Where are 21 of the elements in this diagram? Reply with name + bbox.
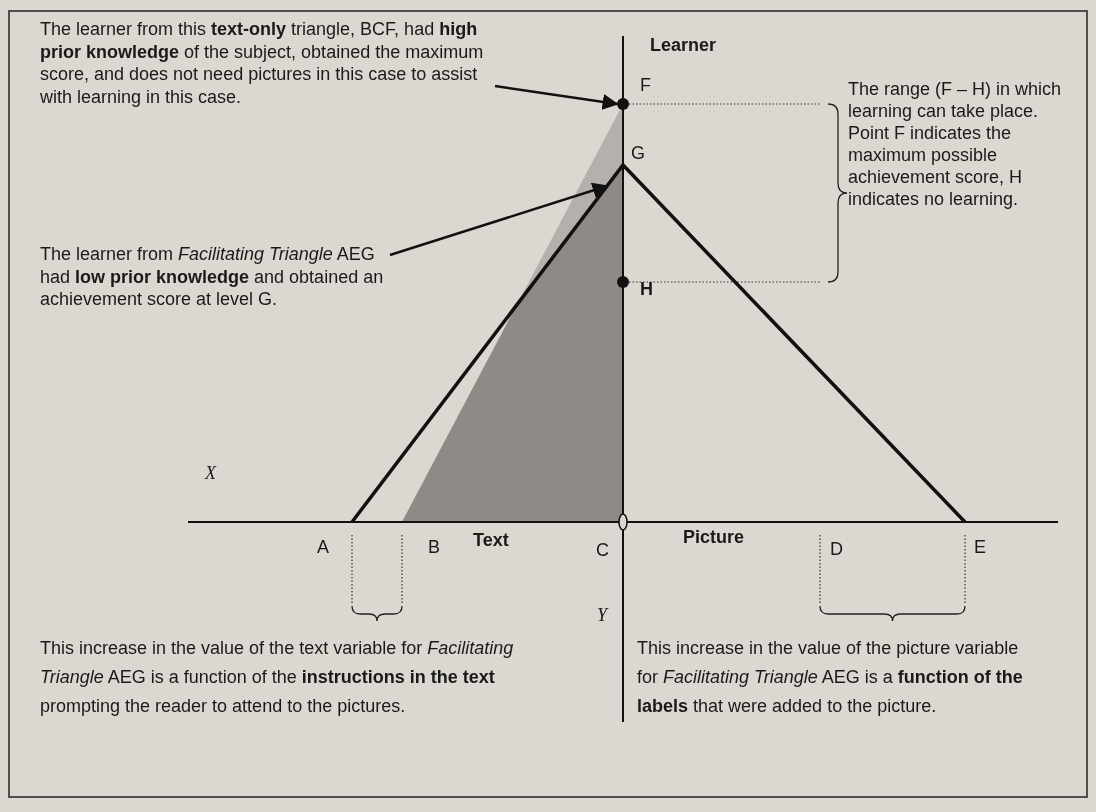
point-label: G [631,142,645,164]
axis-title: Picture [683,526,745,548]
axis-label: X [205,462,216,484]
annotation-text: This increase in the value of the text variable for Facilitating Triangle AEG is a function of the instructions in the text prompting the reader to attend to the pictures. [40,637,515,718]
axis-title: Learner [650,34,717,56]
point-label: F [640,74,651,96]
point-label: H [640,278,653,300]
point-label: D [830,538,843,560]
annotation-text: This increase in the value of the picture variable for Facilitating Triangle AEG is a function of the labels that were added to the picture. [637,637,1024,718]
axis-title: Text [473,529,509,551]
point-label: A [317,536,329,558]
axis-label: Y [597,604,607,626]
arrow [494,84,619,110]
annotation-text: The range (F – H) in which learning can take place. Point F indicates the maximum possible achievement score, H indicates no learning. [848,78,1063,210]
annotation-text: The learner from Facilitating Triangle AEG had low prior knowledge and obtained an achievement score at level G. [40,243,390,311]
point-label: C [596,539,609,561]
point-label: E [974,536,986,558]
point-label: B [428,536,440,558]
point-marker [617,98,629,110]
annotation-text: The learner from this text-only triangle, BCF, had high prior knowledge of the subject, obtained the maximum score, and does not need pictures in this case to assist with learning in this case. [40,18,495,108]
arrow [389,182,609,257]
